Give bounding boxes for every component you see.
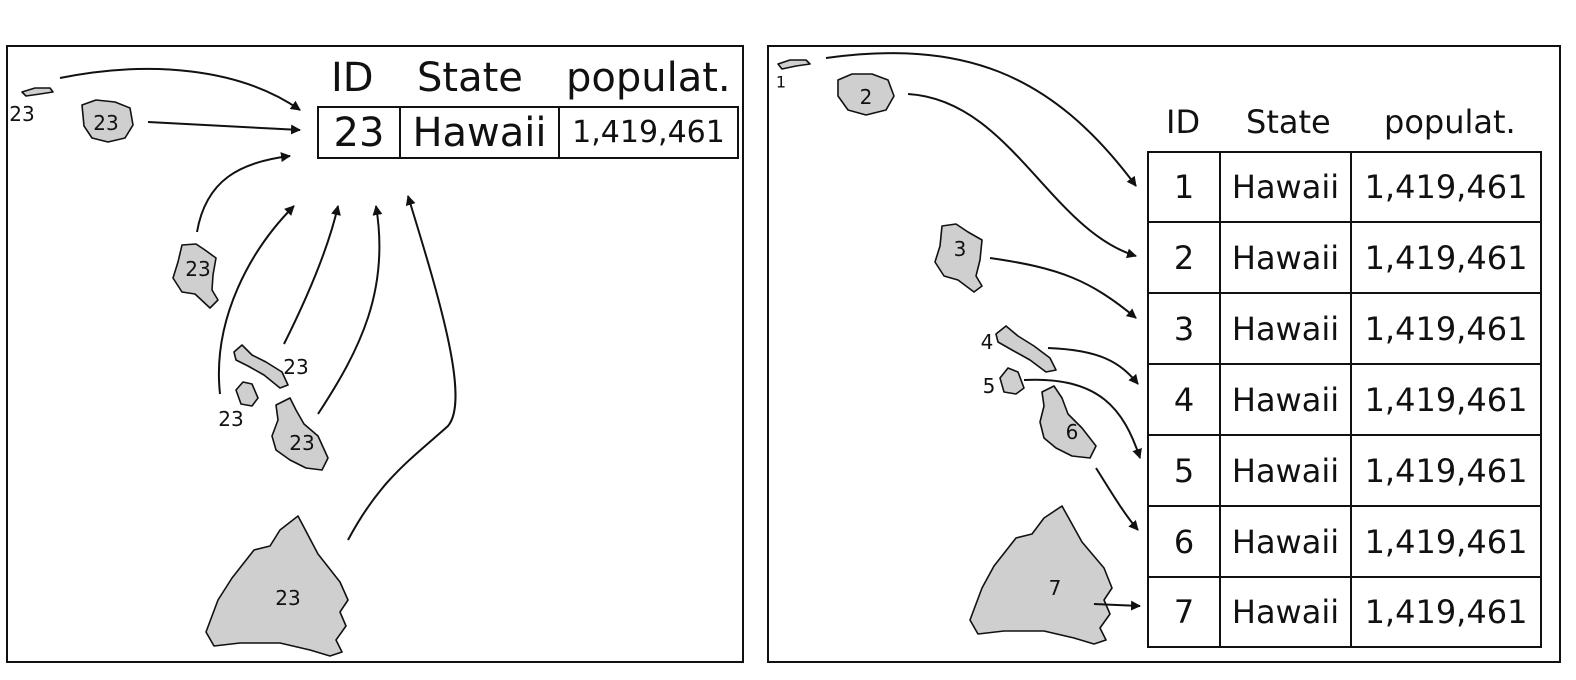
island-label-6-right: 6 xyxy=(1065,420,1079,444)
row-2-population: 1,419,461 xyxy=(1350,221,1542,294)
left-header-state: State xyxy=(417,55,523,101)
row-6-population: 1,419,461 xyxy=(1350,505,1542,578)
row-1-state: Hawaii xyxy=(1219,151,1352,223)
arrow-1-right xyxy=(825,52,1137,187)
island-label-3-right: 3 xyxy=(953,237,967,261)
arrow-4-right xyxy=(1047,347,1139,385)
oahu-island-right xyxy=(934,223,983,293)
row-2-state: Hawaii xyxy=(1219,221,1352,294)
row-6-state: Hawaii xyxy=(1219,505,1352,578)
island-label-lanai-left: 23 xyxy=(218,407,244,431)
niihau-island-right xyxy=(777,59,811,70)
row-2-id: 2 xyxy=(1147,221,1221,294)
arrow-7-right xyxy=(1093,600,1141,611)
arrow-2-right xyxy=(907,93,1137,259)
left-header-population: populat. xyxy=(566,55,731,101)
arrow-6-right xyxy=(1095,467,1139,531)
island-label-2-right: 2 xyxy=(859,85,873,109)
kauai-island-right xyxy=(837,73,895,116)
lanai-island-left xyxy=(235,381,259,407)
arrow-kauai-left xyxy=(147,121,301,135)
island-label-oahu-left: 23 xyxy=(185,257,211,281)
niihau-island-left xyxy=(21,87,54,97)
big-island-left xyxy=(205,515,349,657)
right-header-id: ID xyxy=(1166,103,1201,141)
big-island-right xyxy=(969,505,1113,645)
arrow-3-right xyxy=(989,257,1137,319)
row-5-id: 5 xyxy=(1147,434,1221,507)
molokai-island-left xyxy=(233,344,289,389)
row-6-id: 6 xyxy=(1147,505,1221,578)
left-panel xyxy=(6,45,744,663)
kauai-island-left xyxy=(81,99,134,143)
arrow-lanai-left xyxy=(218,205,295,395)
lanai-island-right xyxy=(999,367,1025,395)
island-label-bigisland-left: 23 xyxy=(275,586,301,610)
row-7-state: Hawaii xyxy=(1219,576,1352,648)
arrow-oahu-left xyxy=(196,152,291,233)
row-1-id: 1 xyxy=(1147,151,1221,223)
left-cell-id: 23 xyxy=(317,106,401,159)
island-label-kauai-left: 23 xyxy=(93,111,119,135)
arrow-molokai-left xyxy=(283,205,341,345)
row-3-population: 1,419,461 xyxy=(1350,292,1542,365)
right-panel xyxy=(767,45,1561,663)
row-3-state: Hawaii xyxy=(1219,292,1352,365)
row-7-population: 1,419,461 xyxy=(1350,576,1542,648)
row-5-population: 1,419,461 xyxy=(1350,434,1542,507)
row-4-population: 1,419,461 xyxy=(1350,363,1542,436)
row-3-id: 3 xyxy=(1147,292,1221,365)
left-cell-population: 1,419,461 xyxy=(558,106,739,159)
island-label-1-right: 1 xyxy=(775,72,787,92)
arrow-niihau-left xyxy=(59,67,301,111)
molokai-island-right xyxy=(995,325,1057,373)
left-cell-state: Hawaii xyxy=(399,106,560,159)
island-label-molokai-left: 23 xyxy=(283,355,309,379)
row-4-state: Hawaii xyxy=(1219,363,1352,436)
row-5-state: Hawaii xyxy=(1219,434,1352,507)
arrow-5-right xyxy=(1023,378,1142,459)
island-label-niihau-left: 23 xyxy=(9,102,35,126)
left-header-id: ID xyxy=(331,55,374,101)
right-header-state: State xyxy=(1246,103,1331,141)
island-label-4-right: 4 xyxy=(980,330,994,354)
maui-island-right xyxy=(1039,385,1097,459)
right-header-population: populat. xyxy=(1384,103,1516,141)
island-label-7-right: 7 xyxy=(1048,576,1062,600)
arrow-maui-left xyxy=(317,205,383,415)
row-1-population: 1,419,461 xyxy=(1350,151,1542,223)
arrow-bigisland-left xyxy=(347,195,457,541)
island-label-5-right: 5 xyxy=(982,374,996,398)
row-4-id: 4 xyxy=(1147,363,1221,436)
row-7-id: 7 xyxy=(1147,576,1221,648)
maui-island-left xyxy=(271,397,329,471)
oahu-island-left xyxy=(172,243,219,309)
island-label-maui-left: 23 xyxy=(289,431,315,455)
